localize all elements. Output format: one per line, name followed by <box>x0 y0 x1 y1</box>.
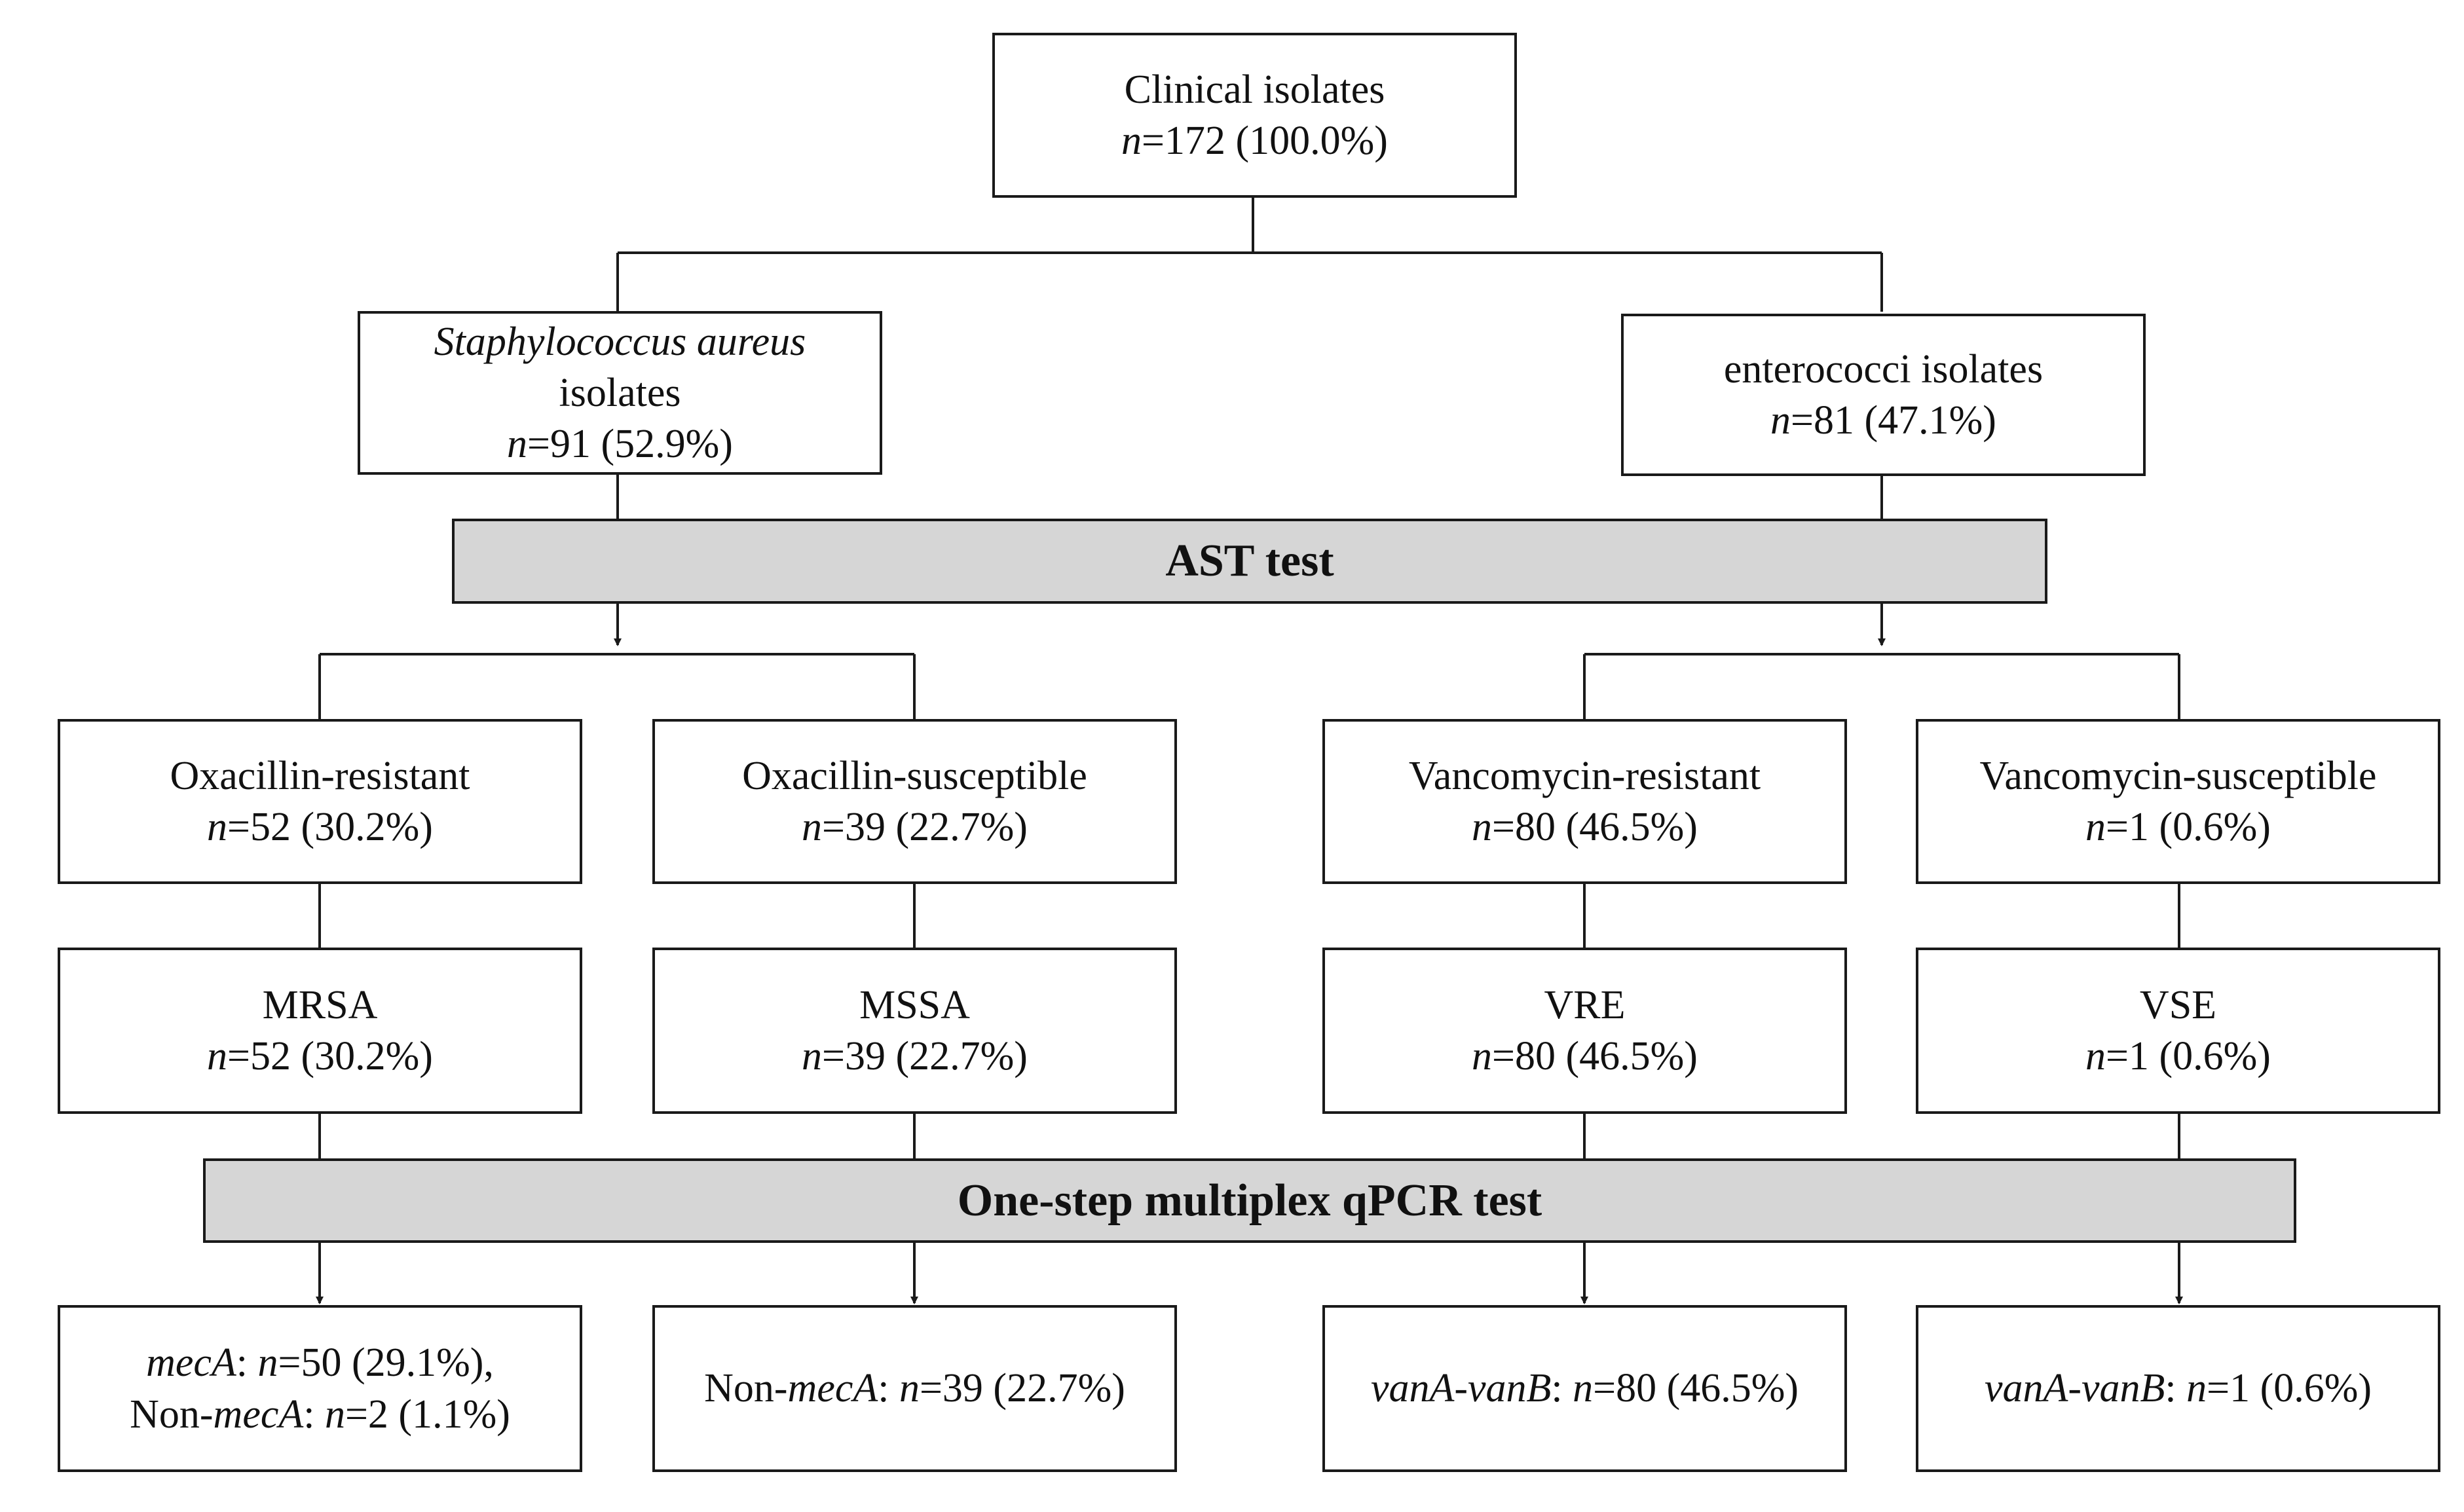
ast-test-label: AST test <box>1165 536 1334 586</box>
group-count: n=80 (46.5%) <box>1472 1034 1698 1079</box>
group-count: n=52 (30.2%) <box>207 1034 433 1079</box>
vse-box: VSE n=1 (0.6%) <box>1916 948 2440 1114</box>
oxacillin-resistant-box: Oxacillin-resistant n=52 (30.2%) <box>58 719 582 884</box>
meca-positive-line: mecA: n=50 (29.1%), <box>146 1340 494 1386</box>
group-label: VSE <box>2139 982 2217 1027</box>
mrsa-box: MRSA n=52 (30.2%) <box>58 948 582 1114</box>
phenotype-count: n=52 (30.2%) <box>207 805 433 849</box>
vana-vanb-vre-result-box: vanA-vanB: n=80 (46.5%) <box>1322 1305 1847 1472</box>
phenotype-label: Oxacillin-susceptible <box>742 753 1087 798</box>
phenotype-count: n=1 (0.6%) <box>2085 805 2271 849</box>
root-title: Clinical isolates <box>1124 67 1385 112</box>
group-count: n=39 (22.7%) <box>802 1034 1028 1079</box>
phenotype-label: Vancomycin-susceptible <box>1979 753 2377 798</box>
vana-vanb-vse-result-box: vanA-vanB: n=1 (0.6%) <box>1916 1305 2440 1472</box>
vancomycin-susceptible-box: Vancomycin-susceptible n=1 (0.6%) <box>1916 719 2440 884</box>
root-count: n=172 (100.0%) <box>1121 119 1388 163</box>
enterococci-count: n=81 (47.1%) <box>1770 398 1996 443</box>
non-meca-line: Non-mecA: n=39 (22.7%) <box>704 1366 1125 1411</box>
vana-vanb-line: vanA-vanB: n=80 (46.5%) <box>1370 1366 1799 1411</box>
qpcr-test-label: One-step multiplex qPCR test <box>957 1175 1542 1226</box>
phenotype-label: Vancomycin-resistant <box>1408 753 1761 798</box>
vana-vanb-line: vanA-vanB: n=1 (0.6%) <box>1984 1366 2372 1411</box>
enterococci-title: enterococci isolates <box>1723 346 2044 392</box>
oxacillin-susceptible-box: Oxacillin-susceptible n=39 (22.7%) <box>652 719 1177 884</box>
mssa-box: MSSA n=39 (22.7%) <box>652 948 1177 1114</box>
vancomycin-resistant-box: Vancomycin-resistant n=80 (46.5%) <box>1322 719 1847 884</box>
group-count: n=1 (0.6%) <box>2085 1034 2271 1079</box>
group-label: VRE <box>1544 982 1626 1027</box>
qpcr-test-band: One-step multiplex qPCR test <box>203 1158 2296 1243</box>
phenotype-label: Oxacillin-resistant <box>170 753 470 798</box>
group-label: MSSA <box>859 982 970 1027</box>
staph-aureus-box: Staphylococcus aureus isolates n=91 (52.… <box>358 311 882 475</box>
ast-test-band: AST test <box>452 519 2047 604</box>
staph-aureus-count: n=91 (52.9%) <box>507 422 733 467</box>
staph-aureus-title: Staphylococcus aureus <box>434 319 806 364</box>
staph-aureus-subtitle: isolates <box>559 370 681 415</box>
phenotype-count: n=80 (46.5%) <box>1472 805 1698 849</box>
vre-box: VRE n=80 (46.5%) <box>1322 948 1847 1114</box>
meca-result-box: mecA: n=50 (29.1%), Non-mecA: n=2 (1.1%) <box>58 1305 582 1472</box>
enterococci-box: enterococci isolates n=81 (47.1%) <box>1621 314 2146 476</box>
root-box: Clinical isolates n=172 (100.0%) <box>992 33 1517 198</box>
group-label: MRSA <box>262 982 378 1027</box>
non-meca-result-box: Non-mecA: n=39 (22.7%) <box>652 1305 1177 1472</box>
phenotype-count: n=39 (22.7%) <box>802 805 1028 849</box>
meca-negative-line: Non-mecA: n=2 (1.1%) <box>130 1392 510 1437</box>
